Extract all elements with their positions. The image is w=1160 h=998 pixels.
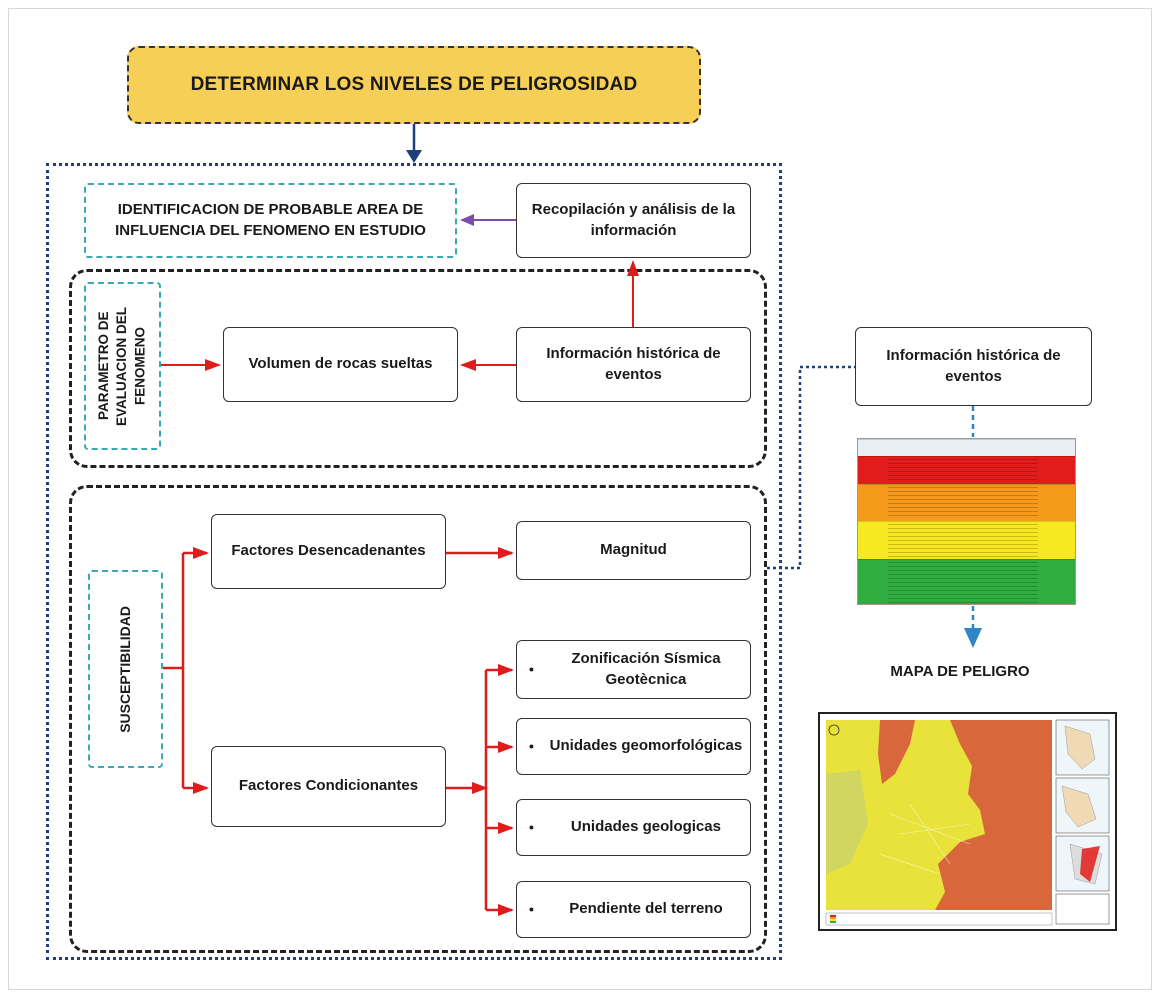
map-graphic bbox=[820, 714, 1115, 929]
info-historica-left-text: Información histórica de eventos bbox=[546, 345, 721, 383]
condicionante-label: Unidades geomorfológicas bbox=[549, 737, 743, 755]
row-description-lines bbox=[888, 524, 1038, 557]
bullet-dot: • bbox=[529, 819, 534, 836]
magnitud-text: Magnitud bbox=[600, 541, 667, 559]
info-historica-right-text: Información histórica de eventos bbox=[886, 347, 1061, 385]
parametro-group bbox=[69, 269, 767, 468]
recopilacion-box: Recopilación y análisis de la informació… bbox=[516, 183, 751, 258]
condicionantes-branches bbox=[446, 664, 514, 916]
recopilacion-text: Recopilación y análisis de la informació… bbox=[531, 201, 736, 239]
row-description-lines bbox=[888, 459, 1038, 482]
area-influencia-box: IDENTIFICACION DE PROBABLE AREA DE INFLU… bbox=[84, 183, 457, 258]
table-row-high bbox=[858, 484, 1075, 521]
parametro-box: PARAMETRO DE EVALUACION DEL FENOMENO bbox=[84, 282, 161, 450]
factores-condicionantes-box: Factores Condicionantes bbox=[211, 746, 446, 827]
condicionante-label: Pendiente del terreno bbox=[569, 900, 723, 918]
group-to-info-right-connector bbox=[767, 365, 855, 570]
row-description-lines bbox=[888, 562, 1038, 604]
title-box: DETERMINAR LOS NIVELES DE PELIGROSIDAD bbox=[127, 46, 701, 124]
factores-desencadenantes-text: Factores Desencadenantes bbox=[231, 542, 426, 560]
map-streets bbox=[879, 803, 971, 875]
title-arrowhead bbox=[406, 150, 422, 163]
map-caption: MAPA DE PELIGRO bbox=[890, 663, 1030, 680]
factores-condicionantes-text: Factores Condicionantes bbox=[238, 777, 419, 795]
condicionante-box-pendiente: • Pendiente del terreno bbox=[516, 881, 751, 938]
volumen-box: Volumen de rocas sueltas bbox=[223, 327, 458, 402]
map-arrowhead bbox=[964, 628, 982, 648]
susceptibilidad-branches bbox=[163, 547, 209, 794]
condicionante-box-geologicas: • Unidades geologicas bbox=[516, 799, 751, 856]
info-historica-right-box: Información histórica de eventos bbox=[855, 327, 1092, 406]
susceptibilidad-group bbox=[69, 485, 767, 953]
hazard-level-table bbox=[857, 438, 1076, 605]
susceptibilidad-box: SUSCEPTIBILIDAD bbox=[88, 570, 163, 768]
map-title-block bbox=[1055, 893, 1110, 925]
row-description-lines bbox=[888, 487, 1038, 519]
bullet-dot: • bbox=[529, 661, 534, 678]
magnitud-box: Magnitud bbox=[516, 521, 751, 580]
factores-desencadenantes-box: Factores Desencadenantes bbox=[211, 514, 446, 589]
table-header-row bbox=[858, 439, 1075, 456]
process-container bbox=[46, 163, 782, 960]
map-zone-high-north bbox=[878, 720, 915, 784]
bullet-dot: • bbox=[529, 738, 534, 755]
condicionante-box-zonificacion: • Zonificación Sísmica Geotècnica bbox=[516, 640, 751, 699]
page-frame bbox=[8, 8, 1152, 990]
condicionante-label: Unidades geologicas bbox=[570, 818, 721, 836]
table-row-very-high bbox=[858, 456, 1075, 484]
condicionante-box-geomorfologicas: • Unidades geomorfológicas bbox=[516, 718, 751, 775]
map-zone-low bbox=[826, 770, 868, 874]
map-zone-high bbox=[935, 720, 1052, 910]
table-row-medium bbox=[858, 521, 1075, 559]
condicionante-label: Zonificación Sísmica Geotècnica bbox=[571, 650, 721, 688]
hazard-map-thumbnail bbox=[818, 712, 1117, 931]
table-row-low bbox=[858, 559, 1075, 604]
title-text: DETERMINAR LOS NIVELES DE PELIGROSIDAD bbox=[190, 74, 638, 96]
area-influencia-text: IDENTIFICACION DE PROBABLE AREA DE INFLU… bbox=[115, 201, 426, 239]
info-historica-left-box: Información histórica de eventos bbox=[516, 327, 751, 402]
bullet-dot: • bbox=[529, 901, 534, 918]
volumen-text: Volumen de rocas sueltas bbox=[248, 355, 433, 373]
map-legend-strip bbox=[825, 912, 1053, 926]
